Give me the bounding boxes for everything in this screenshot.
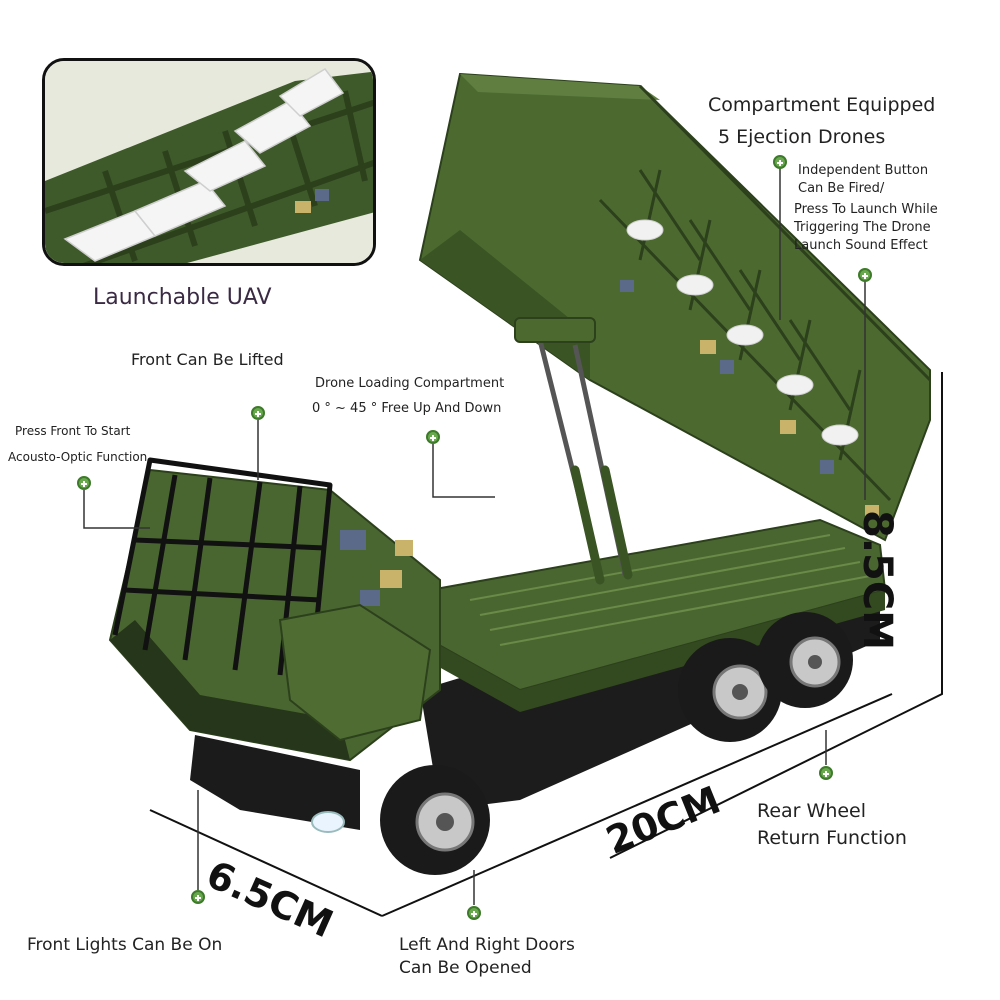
rear-wheel-label-line2: Return Function [757,827,907,849]
button-label-line1: Independent Button [798,163,929,178]
launch-label-line2: Triggering The Drone [794,220,931,235]
height-dimension: 8.5CM [854,510,900,651]
compartment-label-line2: 5 Ejection Drones [718,126,886,148]
press-front-label-line2: Acousto-Optic Function [8,450,148,464]
front-wheel [380,765,490,875]
button-label-line2: Can Be Fired/ [798,181,885,196]
loading-label-line1: Drone Loading Compartment [315,376,505,391]
front-lifted-label: Front Can Be Lifted [131,350,284,369]
marker-front-lights [191,890,205,904]
rear-wheels [678,612,853,742]
doors-label-line1: Left And Right Doors [399,935,575,955]
open-door [278,603,432,742]
doors-label-line2: Can Be Opened [399,958,532,978]
marker-loading [426,430,440,444]
headlight [311,811,345,833]
rear-wheel-label-line1: Rear Wheel [757,800,867,822]
marker-doors [467,906,481,920]
width-dimension-line [149,809,383,917]
marker-rear-wheel [819,766,833,780]
length-dimension-line [381,693,893,917]
press-front-label-line1: Press Front To Start [15,424,131,438]
launch-label-line1: Press To Launch While [794,202,938,217]
uav-inset-photo [42,58,376,266]
launch-label-line3: Launch Sound Effect [794,238,928,253]
height-dimension-line [609,372,943,859]
marker-launch [858,268,872,282]
marker-compartment [773,155,787,169]
front-bumper [190,735,360,830]
uav-inset-illustration [45,61,373,263]
front-lights-label: Front Lights Can Be On [27,935,223,955]
loading-label-line2: 0 ° ~ 45 ° Free Up And Down [312,401,502,416]
uav-caption: Launchable UAV [93,285,272,310]
compartment-label-line1: Compartment Equipped [708,94,936,116]
marker-front-lifted [251,406,265,420]
marker-press-front [77,476,91,490]
